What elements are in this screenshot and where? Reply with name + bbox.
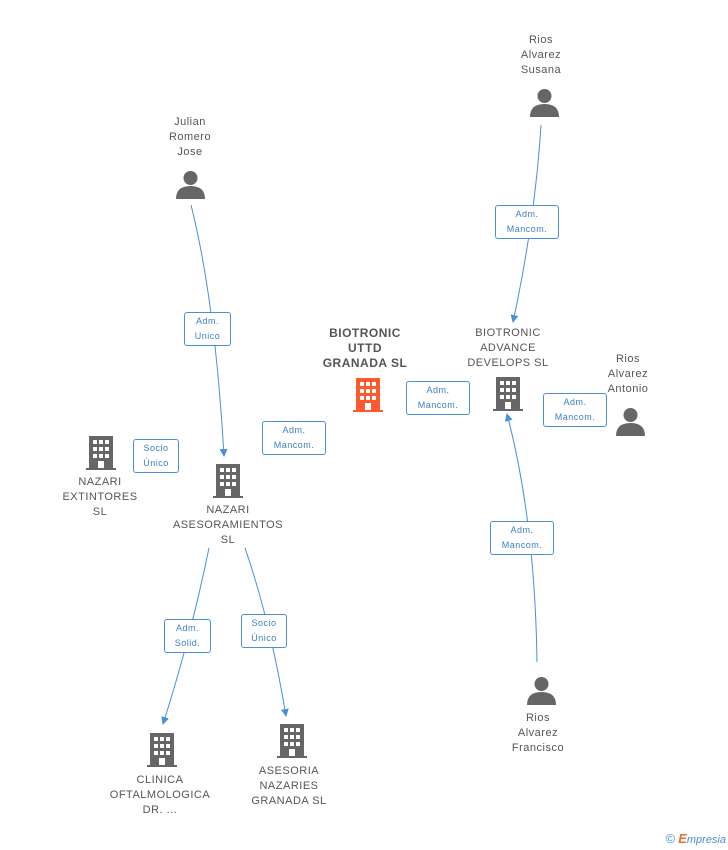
node-rios-susana-label: Rios Alvarez Susana	[520, 34, 562, 76]
building-icon	[353, 378, 383, 412]
relation-badge-adm-solid[interactable]: Adm. Solid.	[164, 619, 211, 653]
relation-badge-adm-mancom[interactable]: Adm. Mancom.	[406, 381, 470, 415]
node-julian-label: Julian Romero Jose	[168, 116, 212, 158]
node-asesoria[interactable]: ASESORIA NAZARIES GRANADA SL	[234, 764, 344, 809]
brand-name: mpresia	[686, 834, 726, 846]
building-icon	[213, 464, 243, 498]
node-rios-francisco-label: Rios Alvarez Francisco	[511, 712, 565, 754]
relation-badge-adm-mancom[interactable]: Adm. Mancom.	[262, 421, 326, 455]
node-biotronic-uttd[interactable]: BIOTRONIC UTTD GRANADA SL	[305, 326, 425, 371]
node-rios-antonio-label: Rios Alvarez Antonio	[607, 353, 649, 395]
node-nazari-asesoramientos[interactable]: NAZARI ASESORAMIENTOS SL	[163, 503, 293, 548]
relation-badge-socio-unico[interactable]: Socio Único	[241, 614, 287, 648]
building-icon	[493, 377, 523, 411]
person-icon	[176, 171, 205, 199]
relation-badge-socio-unico[interactable]: Socio Único	[133, 439, 179, 473]
node-biotronic-advance-label: BIOTRONIC ADVANCE DEVELOPS SL	[467, 327, 549, 369]
brand-initial: E	[678, 831, 687, 846]
node-asesoria-label: ASESORIA NAZARIES GRANADA SL	[251, 765, 327, 807]
relation-badge-adm-mancom[interactable]: Adm. Mancom.	[543, 393, 607, 427]
building-icon	[147, 733, 177, 767]
relation-badge-adm-unico[interactable]: Adm. Unico	[184, 312, 231, 346]
node-clinica[interactable]: CLINICA OFTALMOLOGICA DR. ...	[100, 773, 220, 818]
node-biotronic-advance[interactable]: BIOTRONIC ADVANCE DEVELOPS SL	[450, 326, 566, 371]
building-icon	[86, 436, 116, 470]
relation-badge-adm-mancom[interactable]: Adm. Mancom.	[490, 521, 554, 555]
node-clinica-label: CLINICA OFTALMOLOGICA DR. ...	[109, 774, 211, 816]
person-icon	[527, 677, 556, 705]
person-icon	[530, 89, 559, 117]
person-icon	[616, 408, 645, 436]
node-rios-susana[interactable]: Rios Alvarez Susana	[501, 33, 581, 78]
node-nazari-extintores[interactable]: NAZARI EXTINTORES SL	[50, 475, 150, 520]
brand-footer: © Empresia	[666, 831, 726, 846]
node-biotronic-uttd-label: BIOTRONIC UTTD GRANADA SL	[322, 326, 408, 370]
relation-badge-adm-mancom[interactable]: Adm. Mancom.	[495, 205, 559, 239]
node-julian[interactable]: Julian Romero Jose	[150, 115, 230, 160]
node-rios-francisco[interactable]: Rios Alvarez Francisco	[497, 711, 579, 756]
node-nazari-extintores-label: NAZARI EXTINTORES SL	[62, 476, 138, 518]
node-nazari-asesoramientos-label: NAZARI ASESORAMIENTOS SL	[172, 504, 284, 546]
copyright-symbol: ©	[665, 831, 676, 846]
node-rios-antonio[interactable]: Rios Alvarez Antonio	[592, 352, 664, 397]
building-icon	[277, 724, 307, 758]
